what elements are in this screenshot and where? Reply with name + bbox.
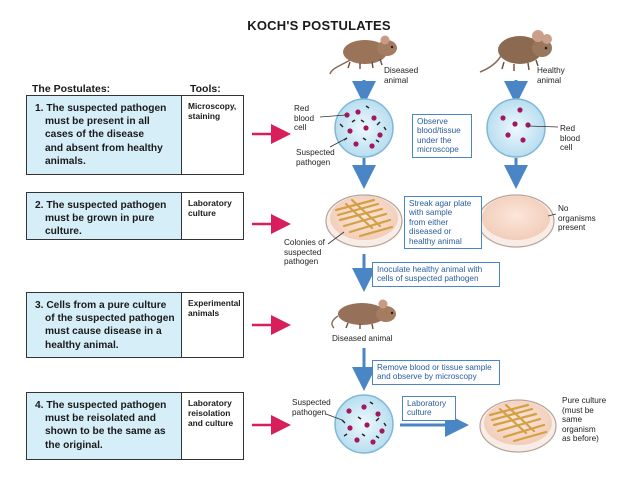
postulate-2-line-1: 2. The suspected pathogen bbox=[35, 200, 167, 211]
colonies-label: Colonies of suspected pathogen bbox=[284, 238, 325, 267]
tool-1-box: Microscopy, staining bbox=[182, 95, 244, 175]
postulate-1-line-2: must be present in all bbox=[45, 116, 150, 128]
postulate-4-line-3: shown to be the same as bbox=[45, 426, 166, 438]
pure-culture-plate bbox=[479, 399, 557, 453]
inoculated-mouse-icon bbox=[331, 299, 396, 330]
tool-4-line-3: and culture bbox=[188, 418, 234, 428]
postulate-3-box: 3. Cells from a pure culture of the susp… bbox=[26, 292, 182, 358]
tool-1-line-2: staining bbox=[188, 111, 221, 121]
agar-plate-colonies bbox=[325, 194, 403, 248]
no-organisms-label: No organisms present bbox=[558, 204, 596, 233]
blood-smear-dish-healthy bbox=[486, 98, 546, 158]
postulate-2-line-3: culture. bbox=[45, 226, 82, 238]
postulate-4-line-2: must be reisolated and bbox=[45, 413, 156, 425]
tool-1-line-1: Microscopy, bbox=[188, 101, 237, 111]
red-blood-cell-label-left: Red blood cell bbox=[294, 104, 315, 133]
tools-header: Tools: bbox=[190, 83, 221, 95]
observe-note: Observe blood/tissue under the microscop… bbox=[412, 114, 472, 158]
agar-plate-empty bbox=[477, 194, 555, 248]
diseased-animal-label: Diseased animal bbox=[384, 66, 419, 85]
suspected-pathogen-label-4: Suspected pathogen bbox=[292, 398, 331, 417]
postulate-3-line-2: of the suspected pathogen bbox=[45, 313, 175, 325]
postulate-4-line-1: 4. The suspected pathogen bbox=[35, 400, 167, 411]
tool-4-box: Laboratory reisolation and culture bbox=[182, 392, 244, 460]
red-blood-cell-label-right: Red blood cell bbox=[560, 124, 581, 153]
tool-4-line-1: Laboratory bbox=[188, 398, 232, 408]
postulates-header: The Postulates: bbox=[32, 83, 111, 95]
healthy-mouse-icon bbox=[479, 30, 552, 73]
postulate-4-box: 4. The suspected pathogen must be reisol… bbox=[26, 392, 182, 460]
tool-3-box: Experimental animals bbox=[182, 292, 244, 358]
tool-2-box: Laboratory culture bbox=[182, 192, 244, 240]
blood-smear-dish-diseased bbox=[334, 98, 394, 158]
tool-3-line-2: animals bbox=[188, 308, 220, 318]
tool-3-line-1: Experimental bbox=[188, 298, 241, 308]
postulate-1-box: 1. The suspected pathogen must be presen… bbox=[26, 95, 182, 175]
postulate-4-line-4: the original. bbox=[45, 439, 103, 451]
postulate-2-box: 2. The suspected pathogen must be grown … bbox=[26, 192, 182, 240]
postulate-1-line-4: and absent from healthy bbox=[45, 142, 163, 154]
pure-culture-label: Pure culture (must be same organism as b… bbox=[562, 396, 607, 444]
diseased-animal-label-3: Diseased animal bbox=[332, 334, 393, 343]
diseased-mouse-icon bbox=[329, 35, 397, 75]
tool-2-line-2: culture bbox=[188, 208, 216, 218]
postulate-3-line-4: healthy animal. bbox=[45, 339, 119, 351]
postulate-3-line-3: must cause disease in a bbox=[45, 326, 162, 338]
postulate-1-line-3: cases of the disease bbox=[45, 129, 145, 141]
healthy-animal-label: Healthy animal bbox=[537, 66, 565, 85]
inoculate-note: Inoculate healthy animal with cells of s… bbox=[372, 262, 500, 287]
postulate-3-line-1: 3. Cells from a pure culture bbox=[35, 300, 167, 311]
suspected-pathogen-label-1: Suspected pathogen bbox=[296, 148, 335, 167]
tool-4-line-2: reisolation bbox=[188, 408, 231, 418]
postulate-2-line-2: must be grown in pure bbox=[45, 213, 155, 225]
lab-culture-note: Laboratory culture bbox=[402, 396, 456, 421]
postulate-1-line-1: 1. The suspected pathogen bbox=[35, 103, 167, 114]
postulate-1-line-5: animals. bbox=[45, 155, 86, 167]
page-title: KOCH'S POSTULATES bbox=[247, 18, 391, 33]
streak-note: Streak agar plate with sample from eithe… bbox=[404, 196, 482, 250]
remove-note: Remove blood or tissue sample and observ… bbox=[372, 360, 500, 385]
tool-2-line-1: Laboratory bbox=[188, 198, 232, 208]
blood-smear-dish-reisolated bbox=[334, 394, 394, 454]
